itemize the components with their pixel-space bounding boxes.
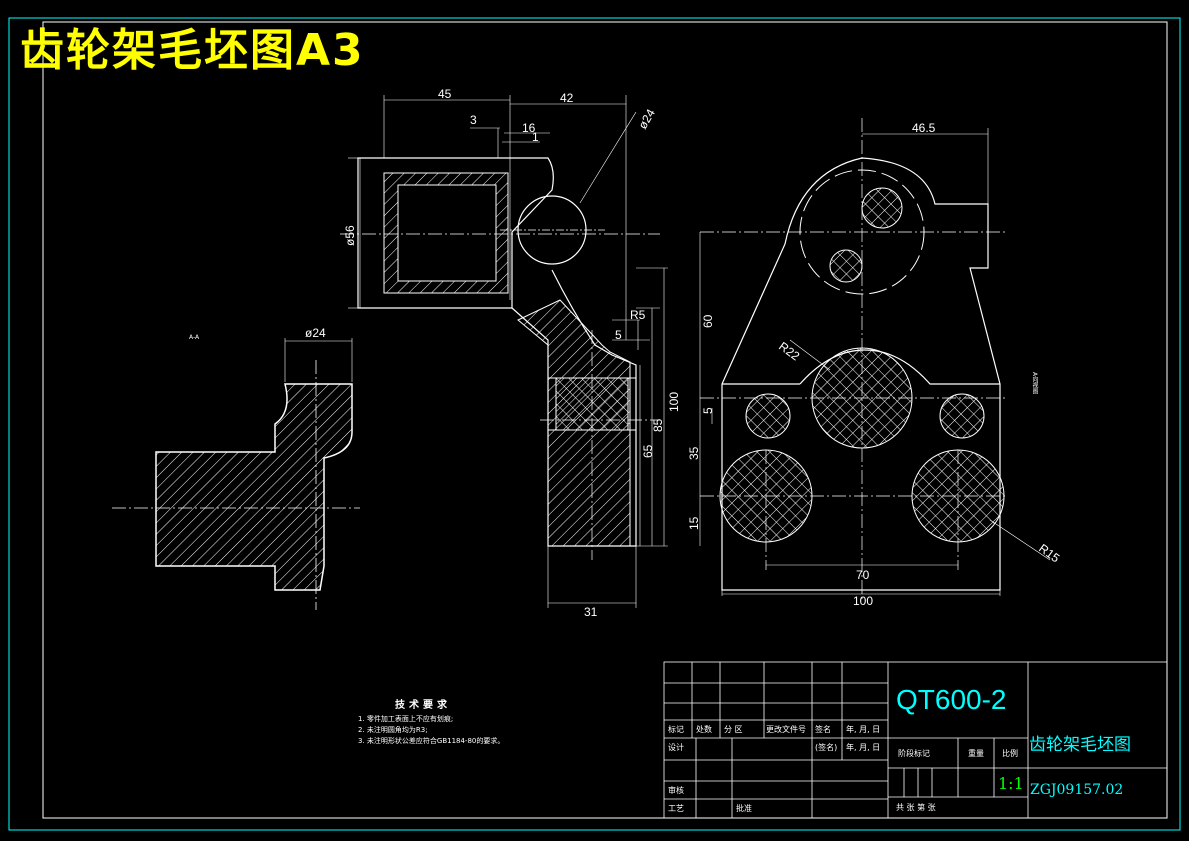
- left-section-view: ø24: [112, 326, 360, 610]
- technical-requirements: 技术要求 1. 零件加工表面上不应有划痕; 2. 未注明圆角均为R3; 3. 未…: [358, 700, 504, 747]
- tb-sign: 签名: [815, 724, 831, 734]
- notes-title: 技术要求: [395, 700, 451, 711]
- dim-5-mid: 5: [615, 328, 622, 342]
- drawing-number: ZGJ09157.02: [1030, 782, 1124, 798]
- outer-border: [8, 17, 1181, 831]
- scale-value: 1:1: [998, 774, 1024, 793]
- dim-65: 65: [641, 444, 655, 458]
- tb-design: 设计: [668, 742, 684, 752]
- dim-1: 1: [532, 130, 539, 144]
- section-mark: A-A: [189, 334, 200, 341]
- dim-85: 85: [651, 418, 665, 432]
- notes-line-2: 2. 未注明圆角均为R3;: [358, 726, 428, 734]
- right-view: 46.5 60 R22 5 35 15 70 100 R15: [687, 118, 1063, 608]
- dim-phi24-left: ø24: [305, 326, 326, 340]
- dim-5-right: 5: [701, 407, 715, 414]
- dim-60: 60: [701, 314, 715, 328]
- tb-docno: 更改文件号: [766, 724, 806, 734]
- dim-70: 70: [856, 568, 870, 582]
- tb-check: 审核: [668, 785, 684, 795]
- tb-stage: 阶段标记: [898, 748, 930, 758]
- drawing-title: 齿轮架毛坯图A3: [20, 25, 365, 76]
- dim-45: 45: [438, 87, 452, 101]
- dim-100-horizontal: 100: [853, 594, 873, 608]
- dim-r15: R15: [1036, 541, 1062, 565]
- drawing-name: 齿轮架毛坯图: [1029, 735, 1131, 755]
- tb-process: 工艺: [668, 804, 684, 813]
- notes-line-1: 1. 零件加工表面上不应有划痕;: [358, 715, 454, 723]
- tb-mark: 标记: [668, 724, 684, 734]
- tb-approve: 批准: [736, 803, 752, 813]
- dim-15: 15: [687, 516, 701, 530]
- tb-date2: 年, 月, 日: [846, 742, 880, 752]
- middle-view: 45 42 3 16 1 ø24 ø56 R5 5 100 85 65 31: [340, 87, 681, 619]
- inner-border: [42, 21, 1168, 819]
- title-block: 标记 处数 分 区 更改文件号 签名 年, 月, 日 设计 (签名) 年, 月,…: [663, 661, 1168, 819]
- dim-phi56: ø56: [343, 225, 357, 246]
- dim-3: 3: [470, 113, 477, 127]
- dim-phi24-top: ø24: [635, 106, 658, 131]
- dim-46-5: 46.5: [912, 121, 936, 135]
- tb-zone: 分 区: [724, 725, 743, 734]
- dim-31: 31: [584, 605, 598, 619]
- tb-sign2: (签名): [815, 742, 837, 752]
- dim-r22: R22: [776, 339, 802, 363]
- dim-r5: R5: [630, 308, 646, 322]
- dim-16: 16: [522, 121, 536, 135]
- dim-42: 42: [560, 91, 574, 105]
- dim-35: 35: [687, 446, 701, 460]
- side-view-mark: A向视图: [1031, 372, 1038, 395]
- tb-sheets: 共 张 第 张: [896, 802, 936, 812]
- tb-date: 年, 月, 日: [846, 724, 880, 734]
- tb-count: 处数: [696, 724, 712, 734]
- tb-ratio: 比例: [1002, 748, 1018, 758]
- tb-weight: 重量: [968, 748, 984, 758]
- material-label: QT600-2: [896, 684, 1007, 715]
- dim-100-vertical: 100: [667, 392, 681, 412]
- notes-line-3: 3. 未注明形状公差应符合GB1184-80的要求。: [358, 737, 505, 745]
